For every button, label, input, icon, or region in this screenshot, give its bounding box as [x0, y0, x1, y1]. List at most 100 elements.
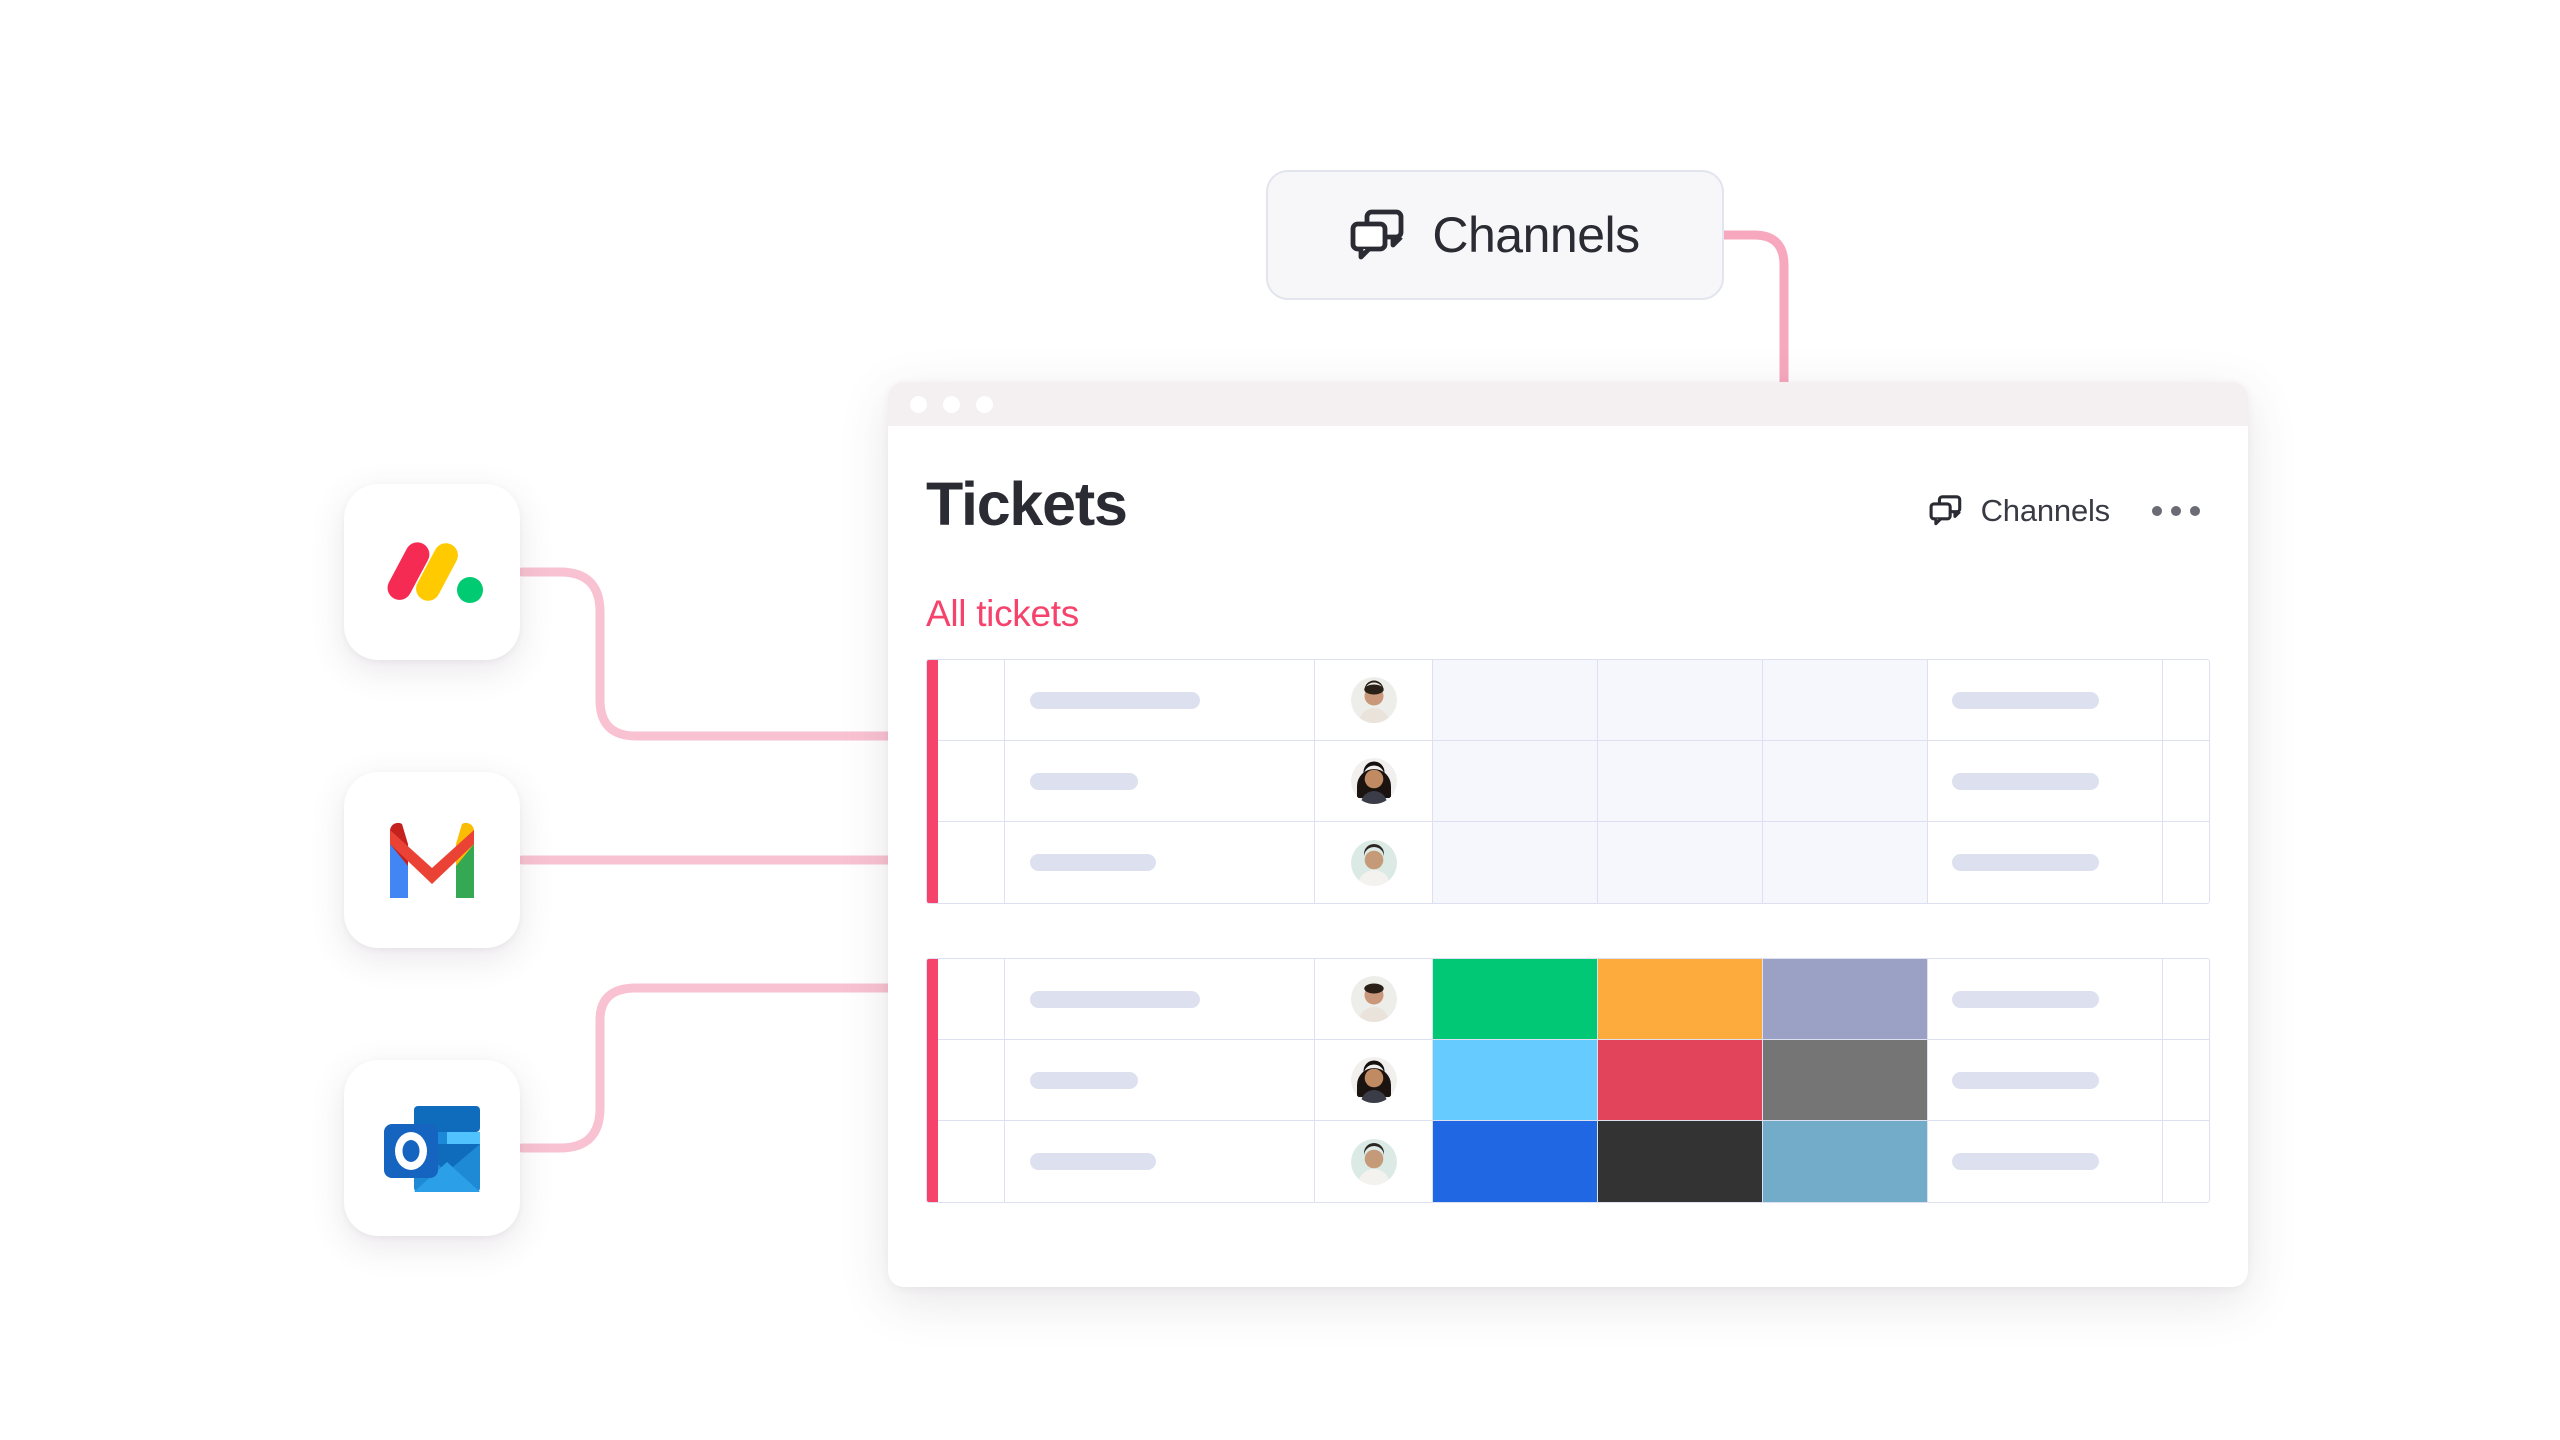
integration-card-monday[interactable] [344, 484, 520, 660]
placeholder-bar [1030, 691, 1200, 709]
row-status3-cell[interactable] [1763, 822, 1928, 903]
channels-chip[interactable]: Channels [1929, 493, 2110, 529]
avatar [1350, 839, 1397, 886]
tickets-table [926, 659, 2210, 904]
channels-chat-bubbles-icon [1350, 209, 1404, 260]
row-name-cell[interactable] [1005, 660, 1315, 740]
row-extra-cell[interactable] [1928, 741, 2163, 821]
row-extra-cell[interactable] [1928, 959, 2163, 1039]
row-avatar-cell[interactable] [1315, 660, 1433, 740]
placeholder-bar [1030, 854, 1156, 871]
row-tail-cell[interactable] [2163, 660, 2209, 740]
more-dot-3 [2190, 505, 2200, 516]
placeholder-bar [1952, 1071, 2099, 1089]
gmail-logo [390, 822, 474, 898]
row-extra-cell[interactable] [1928, 822, 2163, 903]
row-avatar-cell[interactable] [1315, 1121, 1433, 1202]
placeholder-bar [1952, 990, 2099, 1008]
window-dot-close[interactable] [910, 395, 927, 413]
page-title: Tickets [926, 470, 1128, 538]
row-checkbox-cell[interactable] [938, 741, 1005, 821]
placeholder-bar [1030, 990, 1200, 1008]
avatar [1350, 1057, 1397, 1103]
tickets-window: Tickets Channels [888, 382, 2248, 1287]
row-status1-cell[interactable] [1433, 660, 1598, 740]
row-status1-cell[interactable] [1433, 1040, 1598, 1120]
window-body: Tickets Channels [888, 426, 2248, 1287]
row-extra-cell[interactable] [1928, 1121, 2163, 1202]
row-name-cell[interactable] [1005, 822, 1315, 903]
channels-badge-label: Channels [1432, 207, 1640, 263]
avatar [1350, 677, 1397, 723]
row-status3-cell[interactable] [1763, 660, 1928, 740]
row-tail-cell[interactable] [2163, 1040, 2209, 1120]
placeholder-bar [1030, 772, 1138, 790]
connector-outlook [517, 983, 895, 1153]
row-status2-cell[interactable] [1598, 741, 1763, 821]
row-status2-cell[interactable] [1598, 660, 1763, 740]
channels-badge[interactable]: Channels [1266, 170, 1724, 300]
placeholder-bar [1952, 691, 2099, 709]
group-accent-bar [927, 660, 938, 903]
integration-card-outlook[interactable] [344, 1060, 520, 1236]
avatar [1350, 976, 1397, 1022]
row-status3-cell[interactable] [1763, 1121, 1928, 1202]
row-avatar-cell[interactable] [1315, 1040, 1433, 1120]
row-extra-cell[interactable] [1928, 660, 2163, 740]
table-row[interactable] [938, 959, 2209, 1040]
row-checkbox-cell[interactable] [938, 1121, 1005, 1202]
row-avatar-cell[interactable] [1315, 959, 1433, 1039]
table-row[interactable] [938, 822, 2209, 903]
channels-chip-label: Channels [1980, 492, 2111, 528]
group-accent-bar [927, 959, 938, 1202]
placeholder-bar [1952, 854, 2099, 871]
outlook-logo [384, 1106, 480, 1192]
row-tail-cell[interactable] [2163, 741, 2209, 821]
window-dot-minimize[interactable] [943, 395, 960, 413]
row-status2-cell[interactable] [1598, 959, 1763, 1039]
row-checkbox-cell[interactable] [938, 660, 1005, 740]
row-tail-cell[interactable] [2163, 959, 2209, 1039]
row-status1-cell[interactable] [1433, 822, 1598, 903]
more-horizontal-icon[interactable] [2152, 505, 2200, 516]
row-tail-cell[interactable] [2163, 822, 2209, 903]
row-status2-cell[interactable] [1598, 1121, 1763, 1202]
header-actions: Channels [1929, 481, 2210, 529]
row-status2-cell[interactable] [1598, 1040, 1763, 1120]
row-status3-cell[interactable] [1763, 959, 1928, 1039]
window-dot-maximize[interactable] [976, 395, 993, 413]
row-name-cell[interactable] [1005, 741, 1315, 821]
row-avatar-cell[interactable] [1315, 822, 1433, 903]
row-checkbox-cell[interactable] [938, 1040, 1005, 1120]
row-status1-cell[interactable] [1433, 1121, 1598, 1202]
placeholder-bar [1952, 772, 2099, 790]
placeholder-bar [1952, 1153, 2099, 1170]
row-status2-cell[interactable] [1598, 822, 1763, 903]
row-checkbox-cell[interactable] [938, 822, 1005, 903]
group-title-all-tickets[interactable]: All tickets [926, 593, 1079, 634]
connector-monday [517, 567, 895, 741]
row-status3-cell[interactable] [1763, 741, 1928, 821]
row-name-cell[interactable] [1005, 959, 1315, 1039]
table-group-all-tickets [926, 659, 2210, 904]
row-status1-cell[interactable] [1433, 959, 1598, 1039]
table-row[interactable] [938, 660, 2209, 741]
row-name-cell[interactable] [1005, 1040, 1315, 1120]
table-row[interactable] [938, 1040, 2209, 1121]
row-status1-cell[interactable] [1433, 741, 1598, 821]
integration-card-gmail[interactable] [344, 772, 520, 948]
row-status3-cell[interactable] [1763, 1040, 1928, 1120]
row-avatar-cell[interactable] [1315, 741, 1433, 821]
avatar [1350, 758, 1397, 804]
table-row[interactable] [938, 1121, 2209, 1202]
row-checkbox-cell[interactable] [938, 959, 1005, 1039]
table-row[interactable] [938, 741, 2209, 822]
row-name-cell[interactable] [1005, 1121, 1315, 1202]
row-tail-cell[interactable] [2163, 1121, 2209, 1202]
window-chrome-bar [888, 382, 2248, 426]
row-extra-cell[interactable] [1928, 1040, 2163, 1120]
table-group-colored [926, 958, 2210, 1203]
placeholder-bar [1030, 1071, 1138, 1089]
channels-chat-bubbles-icon [1929, 495, 1961, 526]
